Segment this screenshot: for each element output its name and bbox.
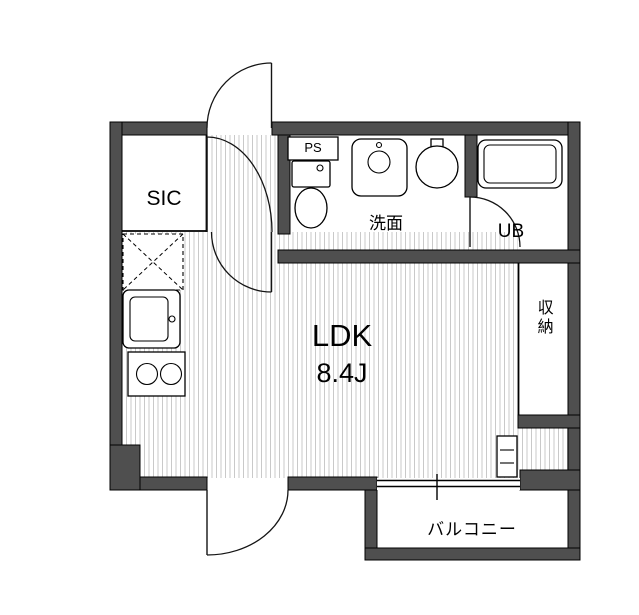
kitchen-sink-icon [122,289,181,349]
utility-box-icon [496,435,518,478]
stove-burner-left [135,362,159,386]
entrance-door-arc [206,62,272,129]
round-basin-bowl [415,145,459,189]
room-label-washroom: 洗面 [369,214,403,233]
wall-top-left [109,121,208,136]
wall-bottom-left-chunk [109,444,141,491]
closet-door-icon [206,136,273,233]
outward-door-icon [206,489,289,556]
bath-door-arc [469,196,521,248]
bathtub-icon [477,139,563,189]
wall-left [109,121,123,491]
bathtub-inner [483,144,557,184]
room-label-balcony: バルコニー [427,520,517,539]
wall-bottom-a [139,476,208,491]
outward-door-arc [206,489,289,556]
wall-wash-bath [464,134,478,198]
washbasin-icon [351,138,408,197]
room-label-sic: SIC [146,187,182,210]
wall-hall-toilet [277,134,291,235]
wall-top-right [271,121,581,136]
room-label-unit-bath: UB [497,221,525,242]
closet-door-arc [206,136,273,233]
washbasin-bowl [367,150,391,174]
toilet-tank [291,160,331,188]
ldk-floor [122,232,518,478]
ldk-door-arc [210,231,272,293]
room-label-storage: 収納 [534,299,552,337]
sink-faucet [168,315,176,323]
balcony-wall-bottom [364,547,581,561]
sink-basin [129,296,169,342]
entrance-door-icon [206,62,273,129]
wall-wet-bottom [277,249,581,264]
sink-counter [122,289,181,349]
wall-right [567,121,581,561]
bathtub-outer [477,139,563,189]
room-label-ps: PS [304,140,322,155]
stove-burner-right [159,362,183,386]
toilet-icon [291,160,331,229]
pipe-space-box [287,136,339,161]
washbasin-counter [351,138,408,197]
hallway-floor [207,135,278,234]
wall-storage-bottom [517,414,581,429]
ldk-floor-nook [518,428,568,470]
washbasin-faucet [375,141,383,149]
round-basin-icon [415,138,459,189]
stove-icon [127,351,186,397]
ldk-door-icon [210,231,273,293]
room-label-ldk: LDK [311,318,373,353]
room-size-ldk: 8.4J [316,358,368,388]
balcony-window-icon [377,474,520,500]
stove-body [127,351,186,397]
wall-bottom-right-chunk [519,469,581,491]
toilet-bowl [294,187,328,229]
toilet-flush-button [316,164,324,172]
refrigerator-box [122,233,184,291]
wall-bottom-b [287,476,378,491]
refrigerator-space-icon [122,233,184,291]
bath-door-icon [469,196,521,248]
utility-box [496,435,518,478]
